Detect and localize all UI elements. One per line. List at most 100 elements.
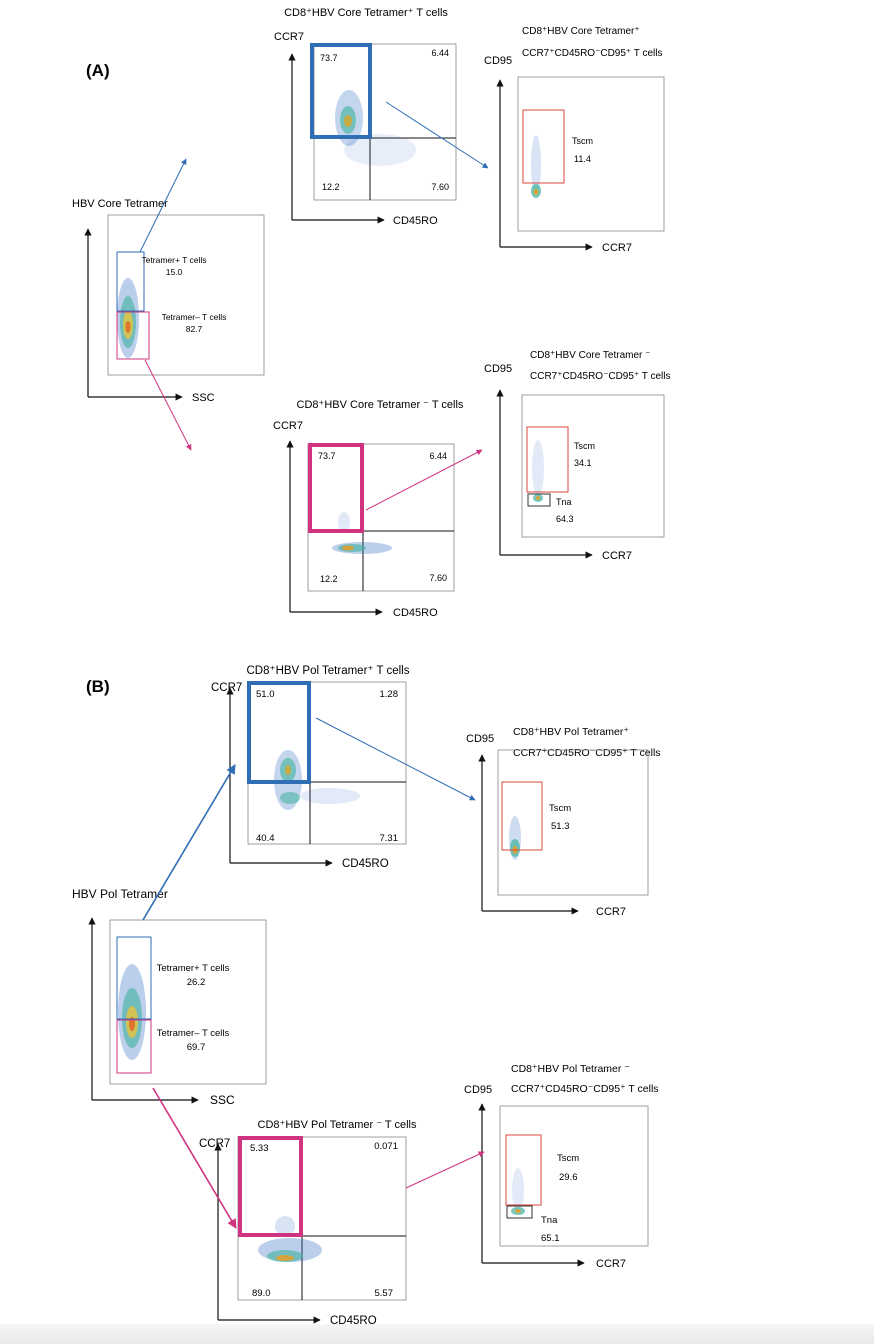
x-axis-label: CCR7: [596, 906, 626, 918]
x-axis-label: CCR7: [596, 1258, 626, 1270]
quadrant-ur-value: 6.44: [429, 451, 447, 461]
panel-a-negative-subset-plot: CD8⁺HBV Core Tetramer ⁻ CCR7⁺CD45RO⁻CD95…: [484, 350, 671, 562]
gate-label: Tetramer+ T cells: [157, 963, 230, 974]
panel-b-label: (B): [86, 677, 110, 696]
plot-frame: [237, 1136, 407, 1301]
quadrant-ur-value: 1.28: [380, 689, 399, 700]
quadrant-gate-highlight: [238, 1136, 303, 1237]
quadrant-ll-value: 12.2: [322, 182, 340, 192]
x-axis-label: CD45RO: [393, 215, 438, 227]
panel-a-positive-quadrant-plot: CD8⁺HBV Core Tetramer⁺ T cells CCR7 CD45…: [274, 7, 457, 227]
flow-arrow-to-subset: [405, 1151, 485, 1189]
plot-frame: [521, 394, 665, 538]
tscm-gate: [526, 426, 569, 493]
scatter-population: [335, 90, 416, 166]
quadrant-lr-value: 5.57: [375, 1288, 394, 1299]
gate-value: 26.2: [187, 977, 206, 988]
scatter-population: [332, 512, 392, 554]
page-footer-strip: [0, 1324, 874, 1344]
quadrant-ul-value: 5.33: [250, 1143, 269, 1154]
plot-title-line1: CD8⁺HBV Pol Tetramer⁺: [513, 726, 629, 738]
quadrant-ul-value: 73.7: [318, 451, 336, 461]
x-axis-label: CCR7: [602, 242, 632, 254]
quadrant-ll-value: 89.0: [252, 1288, 271, 1299]
gate-value: 69.7: [187, 1042, 206, 1053]
panel-a-negative-quadrant-plot: CD8⁺HBV Core Tetramer ⁻ T cells CCR7 CD4…: [273, 399, 464, 619]
gate-label: Tetramer– T cells: [157, 1028, 230, 1039]
plot-title-line1: CD8⁺HBV Core Tetramer⁺: [522, 26, 640, 37]
gate-value: 15.0: [166, 267, 183, 277]
y-axis-label: CCR7: [211, 682, 242, 694]
gate-label: Tscm: [572, 136, 593, 146]
gate-value: 82.7: [186, 324, 203, 334]
tna-gate: [527, 493, 551, 507]
panel-a-label: (A): [86, 61, 110, 80]
panel-b-negative-subset-plot: CD8⁺HBV Pol Tetramer ⁻ CCR7⁺CD45RO⁻CD95⁺…: [464, 1063, 659, 1270]
gate-label: Tscm: [549, 803, 571, 814]
panel-a-tetramer-gate-plot: HBV Core Tetramer SSC Tetramer+ T cells …: [72, 198, 265, 404]
x-axis-label: SSC: [192, 392, 215, 404]
tscm-gate: [501, 781, 543, 851]
gate-label: Tscm: [557, 1153, 579, 1164]
quadrant-ul-value: 73.7: [320, 53, 338, 63]
panel-b-positive-quadrant-plot: CD8⁺HBV Pol Tetramer⁺ T cells CCR7 CD45R…: [211, 665, 410, 870]
quadrant-ll-value: 12.2: [320, 574, 338, 584]
quadrant-lr-value: 7.60: [431, 182, 449, 192]
gate-plot-title: HBV Pol Tetramer: [72, 887, 168, 901]
gate-label: Tna: [556, 497, 572, 507]
quadrant-ul-value: 51.0: [256, 689, 275, 700]
plot-frame: [517, 76, 665, 232]
tetramer-negative-gate: [116, 311, 150, 360]
tscm-gate: [505, 1134, 542, 1206]
plot-title-line2: CCR7⁺CD45RO⁻CD95⁺ T cells: [513, 747, 661, 759]
gate-value: 51.3: [551, 821, 570, 832]
quadrant-lr-value: 7.60: [429, 573, 447, 583]
quadrant-ur-value: 0.071: [374, 1141, 398, 1152]
plot-title-line1: CD8⁺HBV Pol Tetramer ⁻: [511, 1063, 630, 1075]
quadrant-gate-highlight: [247, 681, 311, 784]
x-axis-label: CCR7: [602, 550, 632, 562]
tetramer-negative-gate: [116, 1019, 152, 1074]
flow-arrow-positive: [139, 158, 187, 253]
quadrant-ur-value: 6.44: [431, 48, 449, 58]
flow-arrow-to-subset: [315, 717, 476, 801]
y-axis-label: CCR7: [199, 1138, 230, 1150]
plot-title-line2: CCR7⁺CD45RO⁻CD95⁺ T cells: [530, 371, 671, 382]
plot-title-line1: CD8⁺HBV Core Tetramer ⁻: [530, 350, 650, 361]
y-axis-label: CCR7: [273, 420, 303, 432]
scatter-population: [117, 278, 139, 358]
plot-title: CD8⁺HBV Pol Tetramer ⁻ T cells: [258, 1119, 417, 1131]
panel-b-negative-quadrant-plot: CD8⁺HBV Pol Tetramer ⁻ T cells CCR7 CD45…: [199, 1119, 417, 1327]
scatter-population: [258, 1216, 322, 1262]
gate-plot-title: HBV Core Tetramer: [72, 198, 168, 210]
panel-b-positive-subset-plot: CD8⁺HBV Pol Tetramer⁺ CCR7⁺CD45RO⁻CD95⁺ …: [466, 726, 661, 918]
panel-a: (A) HBV Core Tetramer SSC Tetramer+ T ce…: [72, 7, 671, 619]
flow-arrow-to-subset: [385, 101, 489, 169]
tetramer-positive-gate: [116, 251, 145, 312]
flow-arrow-negative: [152, 1087, 237, 1229]
quadrant-gate-highlight: [308, 443, 364, 533]
quadrant-lr-value: 7.31: [380, 833, 399, 844]
y-axis-label: CD95: [464, 1084, 492, 1096]
scatter-population: [274, 750, 360, 810]
scatter-population: [509, 816, 521, 860]
panel-b: (B) HBV Pol Tetramer SSC Tetramer+ T cel…: [72, 665, 661, 1327]
y-axis-label: CD95: [466, 733, 494, 745]
panel-b-tetramer-gate-plot: HBV Pol Tetramer SSC Tetramer+ T cells 2…: [72, 887, 267, 1107]
gate-value: 29.6: [559, 1172, 578, 1183]
plot-title: CD8⁺HBV Core Tetramer⁺ T cells: [284, 7, 448, 19]
flow-arrow-negative: [144, 359, 192, 451]
tscm-gate: [522, 109, 565, 184]
gate-value: 11.4: [574, 154, 591, 164]
gate-label: Tna: [541, 1215, 558, 1226]
y-axis-label: CD95: [484, 363, 512, 375]
plot-title: CD8⁺HBV Core Tetramer ⁻ T cells: [297, 399, 464, 411]
scatter-population: [118, 964, 146, 1060]
x-axis-label: CD45RO: [393, 607, 438, 619]
plot-frame: [247, 681, 407, 845]
tna-gate: [506, 1205, 533, 1219]
quadrant-gate-highlight: [310, 43, 372, 139]
plot-frame: [307, 443, 455, 592]
plot-frame: [109, 919, 267, 1085]
